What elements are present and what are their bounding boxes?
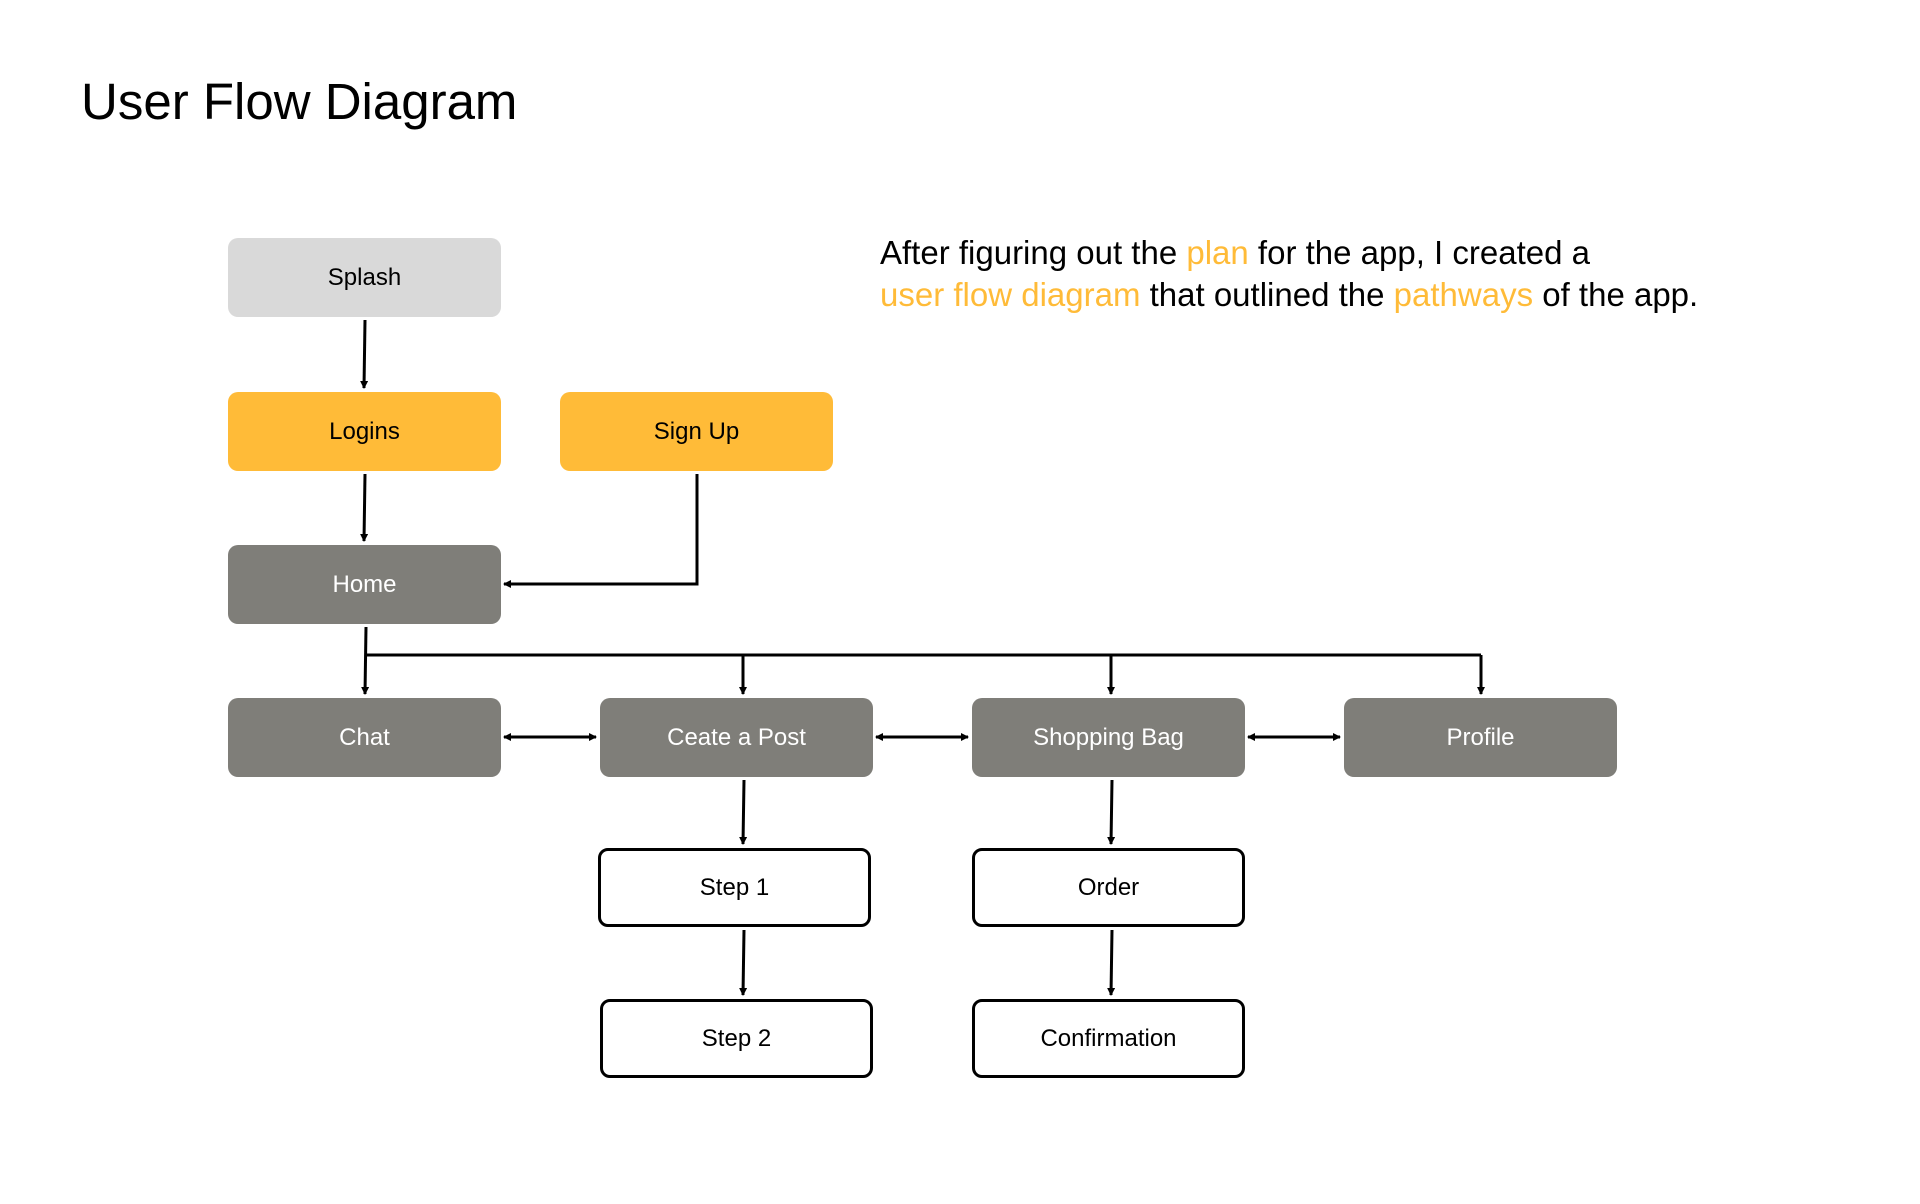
node-chat[interactable]: Chat bbox=[228, 698, 501, 777]
node-home[interactable]: Home bbox=[228, 545, 501, 624]
description-segment: that outlined the bbox=[1140, 276, 1394, 313]
page-title: User Flow Diagram bbox=[81, 73, 518, 130]
edge-splash-logins bbox=[360, 319, 369, 389]
node-confirmation[interactable]: Confirmation bbox=[972, 999, 1245, 1078]
node-splash[interactable]: Splash bbox=[228, 238, 501, 317]
description-segment: of the app. bbox=[1533, 276, 1699, 313]
node-order-label: Order bbox=[1077, 873, 1140, 901]
node-confirmation-label: Confirmation bbox=[1040, 1024, 1177, 1052]
description-segment: After figuring out the bbox=[880, 234, 1187, 271]
edge-step1-step2 bbox=[739, 929, 748, 996]
node-home-label: Home bbox=[332, 570, 397, 598]
node-step-1[interactable]: Step 1 bbox=[598, 848, 871, 927]
node-profile-label: Profile bbox=[1446, 723, 1515, 751]
node-chat-label: Chat bbox=[339, 723, 390, 751]
description-segment: for the app, I created a bbox=[1248, 234, 1590, 271]
node-step-1-label: Step 1 bbox=[699, 873, 770, 901]
node-logins-label: Logins bbox=[329, 417, 400, 445]
description-text: After figuring out the plan for the app,… bbox=[880, 232, 1880, 316]
description-highlight: user flow diagram bbox=[880, 276, 1141, 313]
node-shopping-bag[interactable]: Shopping Bag bbox=[972, 698, 1245, 777]
node-signup-label: Sign Up bbox=[653, 417, 740, 445]
node-order[interactable]: Order bbox=[972, 848, 1245, 927]
node-profile[interactable]: Profile bbox=[1344, 698, 1617, 777]
edge-logins-home bbox=[360, 473, 369, 542]
node-step-2[interactable]: Step 2 bbox=[600, 999, 873, 1078]
node-signup[interactable]: Sign Up bbox=[560, 392, 833, 471]
node-splash-label: Splash bbox=[327, 263, 402, 291]
description-highlight: plan bbox=[1186, 234, 1249, 271]
edge-signup-home bbox=[503, 474, 699, 588]
edge-post-step1 bbox=[739, 779, 748, 845]
node-logins[interactable]: Logins bbox=[228, 392, 501, 471]
node-shopping-bag-label: Shopping Bag bbox=[1033, 723, 1184, 751]
node-step-2-label: Step 2 bbox=[701, 1024, 772, 1052]
edge-home-chat bbox=[361, 626, 370, 695]
node-create-post-label: Ceate a Post bbox=[667, 723, 806, 751]
edge-order-confirmation bbox=[1107, 929, 1116, 996]
node-create-post[interactable]: Ceate a Post bbox=[600, 698, 873, 777]
edge-bag-order bbox=[1107, 779, 1116, 845]
description-highlight: pathways bbox=[1393, 276, 1534, 313]
